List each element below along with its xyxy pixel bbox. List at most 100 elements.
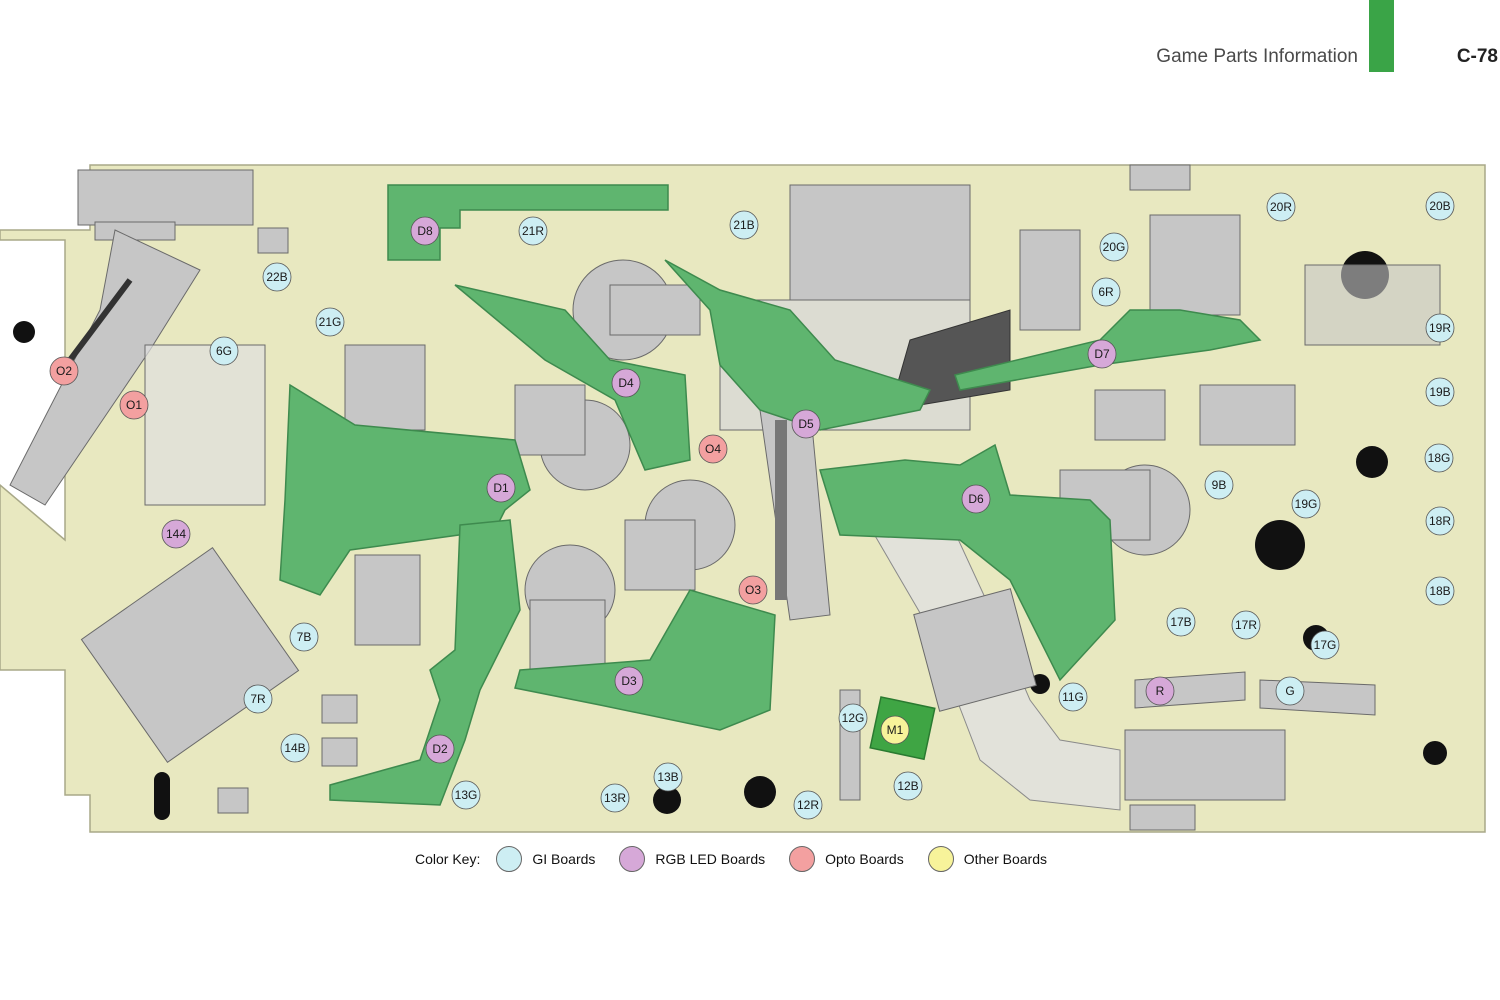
playfield-diagram: O2O1O4O3D8D4D5D1D6D7D3D2144RM122B6G21G21… xyxy=(0,164,1486,833)
legend-swatch-opto xyxy=(789,846,816,872)
marker-circle xyxy=(315,307,345,337)
legend-swatch-other xyxy=(927,846,954,872)
marker-circle xyxy=(161,519,191,549)
marker-circle xyxy=(1425,191,1455,221)
marker-circle xyxy=(410,216,440,246)
board-marker-7b: 7B xyxy=(289,622,319,652)
marker-circle xyxy=(1099,232,1129,262)
marker-circle xyxy=(1291,489,1321,519)
marker-label: 19R xyxy=(1429,321,1451,335)
marker-circle xyxy=(1087,339,1117,369)
marker-label: D4 xyxy=(618,376,634,390)
marker-circle xyxy=(893,771,923,801)
marker-label: 18R xyxy=(1429,514,1451,528)
board-marker-o1: O1 xyxy=(119,390,149,420)
marker-label: 7R xyxy=(250,692,266,706)
board-marker-21g: 21G xyxy=(315,307,345,337)
marker-label: 144 xyxy=(166,527,186,541)
pcb-d2 xyxy=(329,519,521,806)
legend-label-other: Other Boards xyxy=(963,851,1047,867)
board-marker-19r: 19R xyxy=(1425,313,1455,343)
color-key-title: Color Key: xyxy=(415,851,481,867)
marker-label: 17B xyxy=(1170,615,1191,629)
marker-label: D6 xyxy=(968,492,984,506)
legend-item-gi: GI Boards xyxy=(496,846,595,872)
color-key-legend: Color Key: GI Boards RGB LED Boards Opto… xyxy=(415,843,1071,875)
legend-label-opto: Opto Boards xyxy=(825,851,904,867)
pcb-d6 xyxy=(819,443,1116,682)
marker-label: 21B xyxy=(733,218,754,232)
playfield-holes xyxy=(13,321,1447,814)
marker-label: 20B xyxy=(1429,199,1450,213)
marker-label: M1 xyxy=(887,723,904,737)
board-marker-o3: O3 xyxy=(738,575,768,605)
page-number: C-78 xyxy=(1456,46,1498,67)
board-marker-d4: D4 xyxy=(611,368,641,398)
board-marker-22b: 22B xyxy=(262,262,292,292)
board-marker-11g: 11G xyxy=(1058,682,1088,712)
marker-circle xyxy=(1231,610,1261,640)
marker-label: 19G xyxy=(1295,497,1318,511)
legend-item-rgb: RGB LED Boards xyxy=(619,846,765,872)
marker-circle xyxy=(614,666,644,696)
marker-label: D7 xyxy=(1094,347,1110,361)
marker-label: 13R xyxy=(604,791,626,805)
marker-label: R xyxy=(1156,684,1165,698)
marker-label: O3 xyxy=(745,583,761,597)
marker-circle xyxy=(1425,576,1455,606)
board-marker-6g: 6G xyxy=(209,336,239,366)
legend-label-gi: GI Boards xyxy=(532,851,596,867)
marker-circle xyxy=(1058,682,1088,712)
board-marker-18r: 18R xyxy=(1425,506,1455,536)
marker-label: D1 xyxy=(493,481,509,495)
board-marker-12r: 12R xyxy=(793,790,823,820)
marker-circle xyxy=(289,622,319,652)
legend-swatch-rgb xyxy=(619,846,646,872)
marker-label: 20R xyxy=(1270,200,1292,214)
board-marker-d1: D1 xyxy=(486,473,516,503)
right-upper-mechs xyxy=(1019,164,1441,446)
marker-label: 21R xyxy=(522,224,544,238)
board-marker-13b: 13B xyxy=(653,762,683,792)
board-marker-d7: D7 xyxy=(1087,339,1117,369)
marker-label: 12B xyxy=(897,779,918,793)
marker-circle xyxy=(698,434,728,464)
board-marker-20g: 20G xyxy=(1099,232,1129,262)
marker-label: 21G xyxy=(319,315,342,329)
marker-label: 6G xyxy=(216,344,232,358)
board-marker-d6: D6 xyxy=(961,484,991,514)
header-accent-bar xyxy=(1369,0,1394,72)
marker-circle xyxy=(209,336,239,366)
pcb-d4 xyxy=(454,284,691,471)
marker-label: G xyxy=(1285,684,1294,698)
marker-circle xyxy=(1425,377,1455,407)
board-marker-20r: 20R xyxy=(1266,192,1296,222)
page-header-title: Game Parts Information xyxy=(1156,46,1358,67)
marker-label: O1 xyxy=(126,398,142,412)
board-marker-20b: 20B xyxy=(1425,191,1455,221)
marker-label: 17G xyxy=(1314,638,1337,652)
marker-label: 20G xyxy=(1103,240,1126,254)
marker-label: 22B xyxy=(266,270,287,284)
marker-circle xyxy=(1166,607,1196,637)
board-marker-17r: 17R xyxy=(1231,610,1261,640)
marker-circle xyxy=(243,684,273,714)
marker-label: O2 xyxy=(56,364,72,378)
marker-circle xyxy=(793,790,823,820)
marker-label: D8 xyxy=(417,224,433,238)
spinner-wheels xyxy=(514,259,1191,671)
marker-label: 12R xyxy=(797,798,819,812)
lower-left-brackets xyxy=(217,227,861,814)
marker-label: 13B xyxy=(657,770,678,784)
board-markers: O2O1O4O3D8D4D5D1D6D7D3D2144RM122B6G21G21… xyxy=(49,191,1455,820)
marker-label: 14B xyxy=(284,741,305,755)
board-marker-9b: 9B xyxy=(1204,470,1234,500)
slot-hole xyxy=(154,772,170,820)
marker-circle xyxy=(611,368,641,398)
marker-label: 12G xyxy=(842,711,865,725)
marker-circle xyxy=(518,216,548,246)
legend-item-opto: Opto Boards xyxy=(789,846,904,872)
board-marker-o4: O4 xyxy=(698,434,728,464)
pcb-d8 xyxy=(387,184,669,261)
board-marker-6r: 6R xyxy=(1091,277,1121,307)
